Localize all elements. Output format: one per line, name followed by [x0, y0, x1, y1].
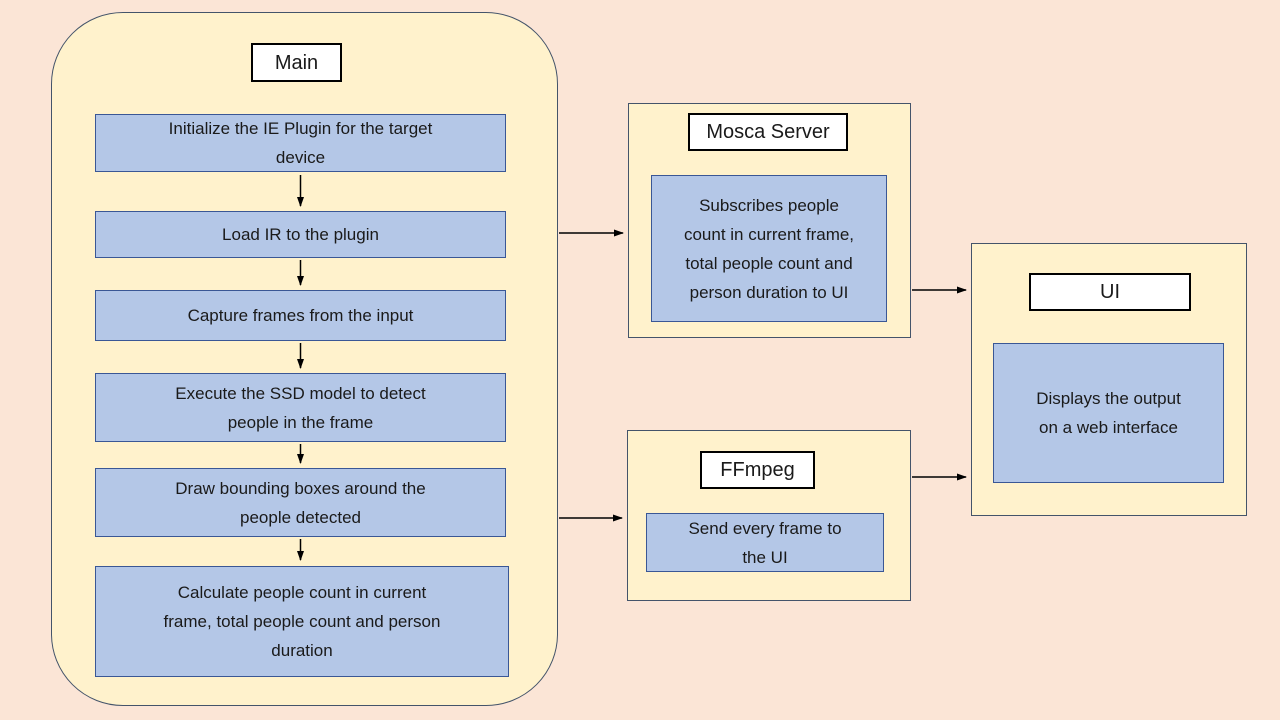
ui-title: UI: [1100, 281, 1120, 303]
step-execute-ssd: Execute the SSD model to detect people i…: [95, 373, 506, 442]
step-initialize-plugin: Initialize the IE Plugin for the target …: [95, 114, 506, 172]
step-draw-boxes: Draw bounding boxes around the people de…: [95, 468, 506, 537]
ffmpeg-title-box: FFmpeg: [700, 451, 815, 489]
mosca-title: Mosca Server: [706, 121, 830, 143]
step-initialize-plugin-label: Initialize the IE Plugin for the target …: [168, 119, 433, 167]
mosca-node: Subscribes people count in current frame…: [651, 175, 887, 322]
step-draw-boxes-label: Draw bounding boxes around the people de…: [175, 478, 426, 527]
ui-node: Displays the output on a web interface: [993, 343, 1224, 483]
mosca-node-label: Subscribes people count in current frame…: [683, 195, 855, 302]
step-execute-ssd-label: Execute the SSD model to detect people i…: [175, 383, 426, 432]
ffmpeg-node-label: Send every frame to the UI: [688, 518, 842, 567]
ui-node-label: Displays the output on a web interface: [1036, 389, 1181, 437]
step-capture-frames-label: Capture frames from the input: [187, 306, 414, 325]
main-group-title: Main: [274, 51, 319, 74]
main-group-title-box: Main: [251, 43, 342, 82]
step-load-ir-label: Load IR to the plugin: [222, 225, 379, 244]
ffmpeg-title: FFmpeg: [720, 459, 795, 481]
mosca-title-box: Mosca Server: [688, 113, 848, 151]
ui-title-box: UI: [1029, 273, 1191, 311]
step-capture-frames: Capture frames from the input: [95, 290, 506, 341]
ffmpeg-node: Send every frame to the UI: [646, 513, 884, 572]
step-calculate-count: Calculate people count in current frame,…: [95, 566, 509, 677]
step-load-ir: Load IR to the plugin: [95, 211, 506, 258]
step-calculate-count-label: Calculate people count in current frame,…: [163, 583, 441, 660]
